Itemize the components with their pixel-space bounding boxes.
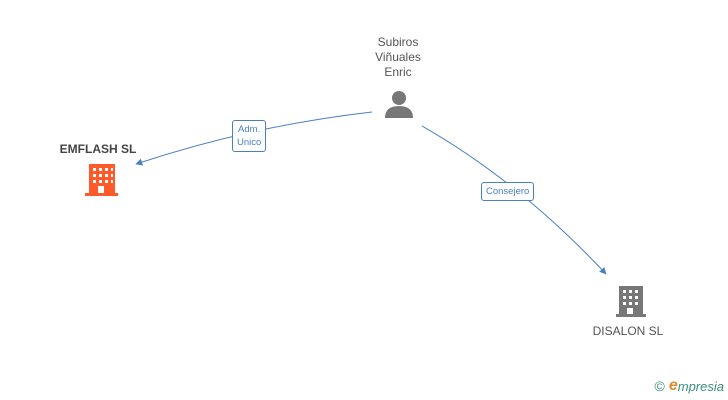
emflash-building-icon[interactable] [85, 164, 118, 196]
edge-label-adm-unico[interactable]: Adm. Unico [232, 120, 267, 152]
edge-label-line: Adm. [238, 124, 261, 135]
emflash-name[interactable]: EMFLASH SL [59, 142, 137, 156]
disalon-name[interactable]: DISALON SL [592, 324, 664, 338]
person-name-line: Enric [384, 65, 412, 79]
person-name-line: Subiros [377, 35, 419, 49]
edge-label-line: Unico [237, 137, 262, 148]
disalon-building-icon[interactable] [616, 286, 646, 317]
edge-label-consejero[interactable]: Consejero [481, 182, 535, 201]
footer-brand: © e mpresia [655, 377, 724, 395]
person-name-line: Viñuales [375, 50, 421, 64]
brand-logo-text: mpresia [677, 378, 724, 394]
person-icon[interactable] [385, 91, 413, 118]
copyright-symbol: © [654, 378, 665, 394]
person-name[interactable]: Subiros Viñuales Enric [350, 35, 446, 80]
brand-logo-initial: e [668, 377, 678, 394]
